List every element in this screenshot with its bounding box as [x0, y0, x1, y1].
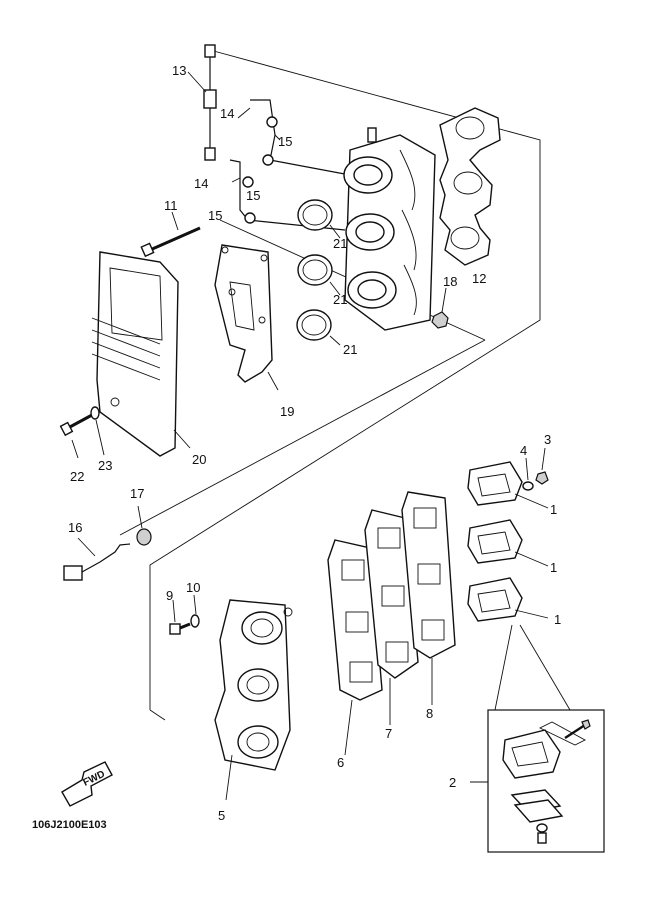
callout-17: 17 [130, 486, 144, 501]
part-1-reed-valve-top [467, 461, 549, 509]
callout-labels: 1 1 1 2 3 4 5 6 7 8 9 10 11 12 13 14 14 … [68, 63, 561, 823]
part-12-gasket [439, 107, 501, 266]
callout-2: 2 [449, 775, 456, 790]
callout-3: 3 [544, 432, 551, 447]
callout-18: 18 [443, 274, 457, 289]
callout-13: 13 [172, 63, 186, 78]
part-13-rod [187, 44, 217, 161]
callout-15-middle: 15 [246, 188, 260, 203]
callout-1-middle: 1 [550, 560, 557, 575]
callout-8: 8 [426, 706, 433, 721]
part-20-silencer-cover [91, 251, 191, 457]
callout-7: 7 [385, 726, 392, 741]
part-11-bolt [140, 211, 201, 258]
part-1-reed-valve-middle [467, 519, 549, 567]
part-17-grommet [136, 505, 152, 546]
part-2-reed-valve-kit [470, 709, 605, 853]
callout-15-lower: 15 [208, 208, 222, 223]
part-19-bracket [214, 244, 279, 391]
callout-9: 9 [166, 588, 173, 603]
callout-21-middle: 21 [333, 292, 347, 307]
diagram-code: 106J2100E103 [32, 819, 107, 831]
fwd-arrow-icon [61, 761, 113, 807]
callout-11: 11 [164, 198, 178, 213]
part-18-nut [431, 287, 449, 329]
callout-6: 6 [337, 755, 344, 770]
part-21-o-rings [296, 199, 341, 346]
part-22-23-screw-washer [59, 406, 105, 459]
callout-4: 4 [520, 443, 527, 458]
part-14-hoses [229, 99, 351, 231]
part-16-sensor [63, 537, 131, 581]
callout-19: 19 [280, 404, 294, 419]
callout-10: 10 [186, 580, 200, 595]
callout-5: 5 [218, 808, 225, 823]
callout-14-upper: 14 [220, 106, 234, 121]
part-8-gasket [401, 491, 456, 705]
callout-16: 16 [68, 520, 82, 535]
callout-12: 12 [472, 271, 486, 286]
callout-15-upper: 15 [278, 134, 292, 149]
callout-1-top: 1 [550, 502, 557, 517]
part-5-valve-plate [214, 599, 293, 801]
intake-manifold [343, 127, 436, 331]
callout-20: 20 [192, 452, 206, 467]
callout-23: 23 [98, 458, 112, 473]
part-3-4-screw-washer [522, 447, 549, 491]
callout-21-lower: 21 [343, 342, 357, 357]
part-1-reed-valve-bottom [467, 577, 571, 711]
callout-22: 22 [70, 469, 84, 484]
part-9-10-bolt-washer [169, 594, 200, 635]
callout-1-bottom: 1 [554, 612, 561, 627]
callout-21-upper: 21 [333, 236, 347, 251]
callout-14-lower: 14 [194, 176, 208, 191]
